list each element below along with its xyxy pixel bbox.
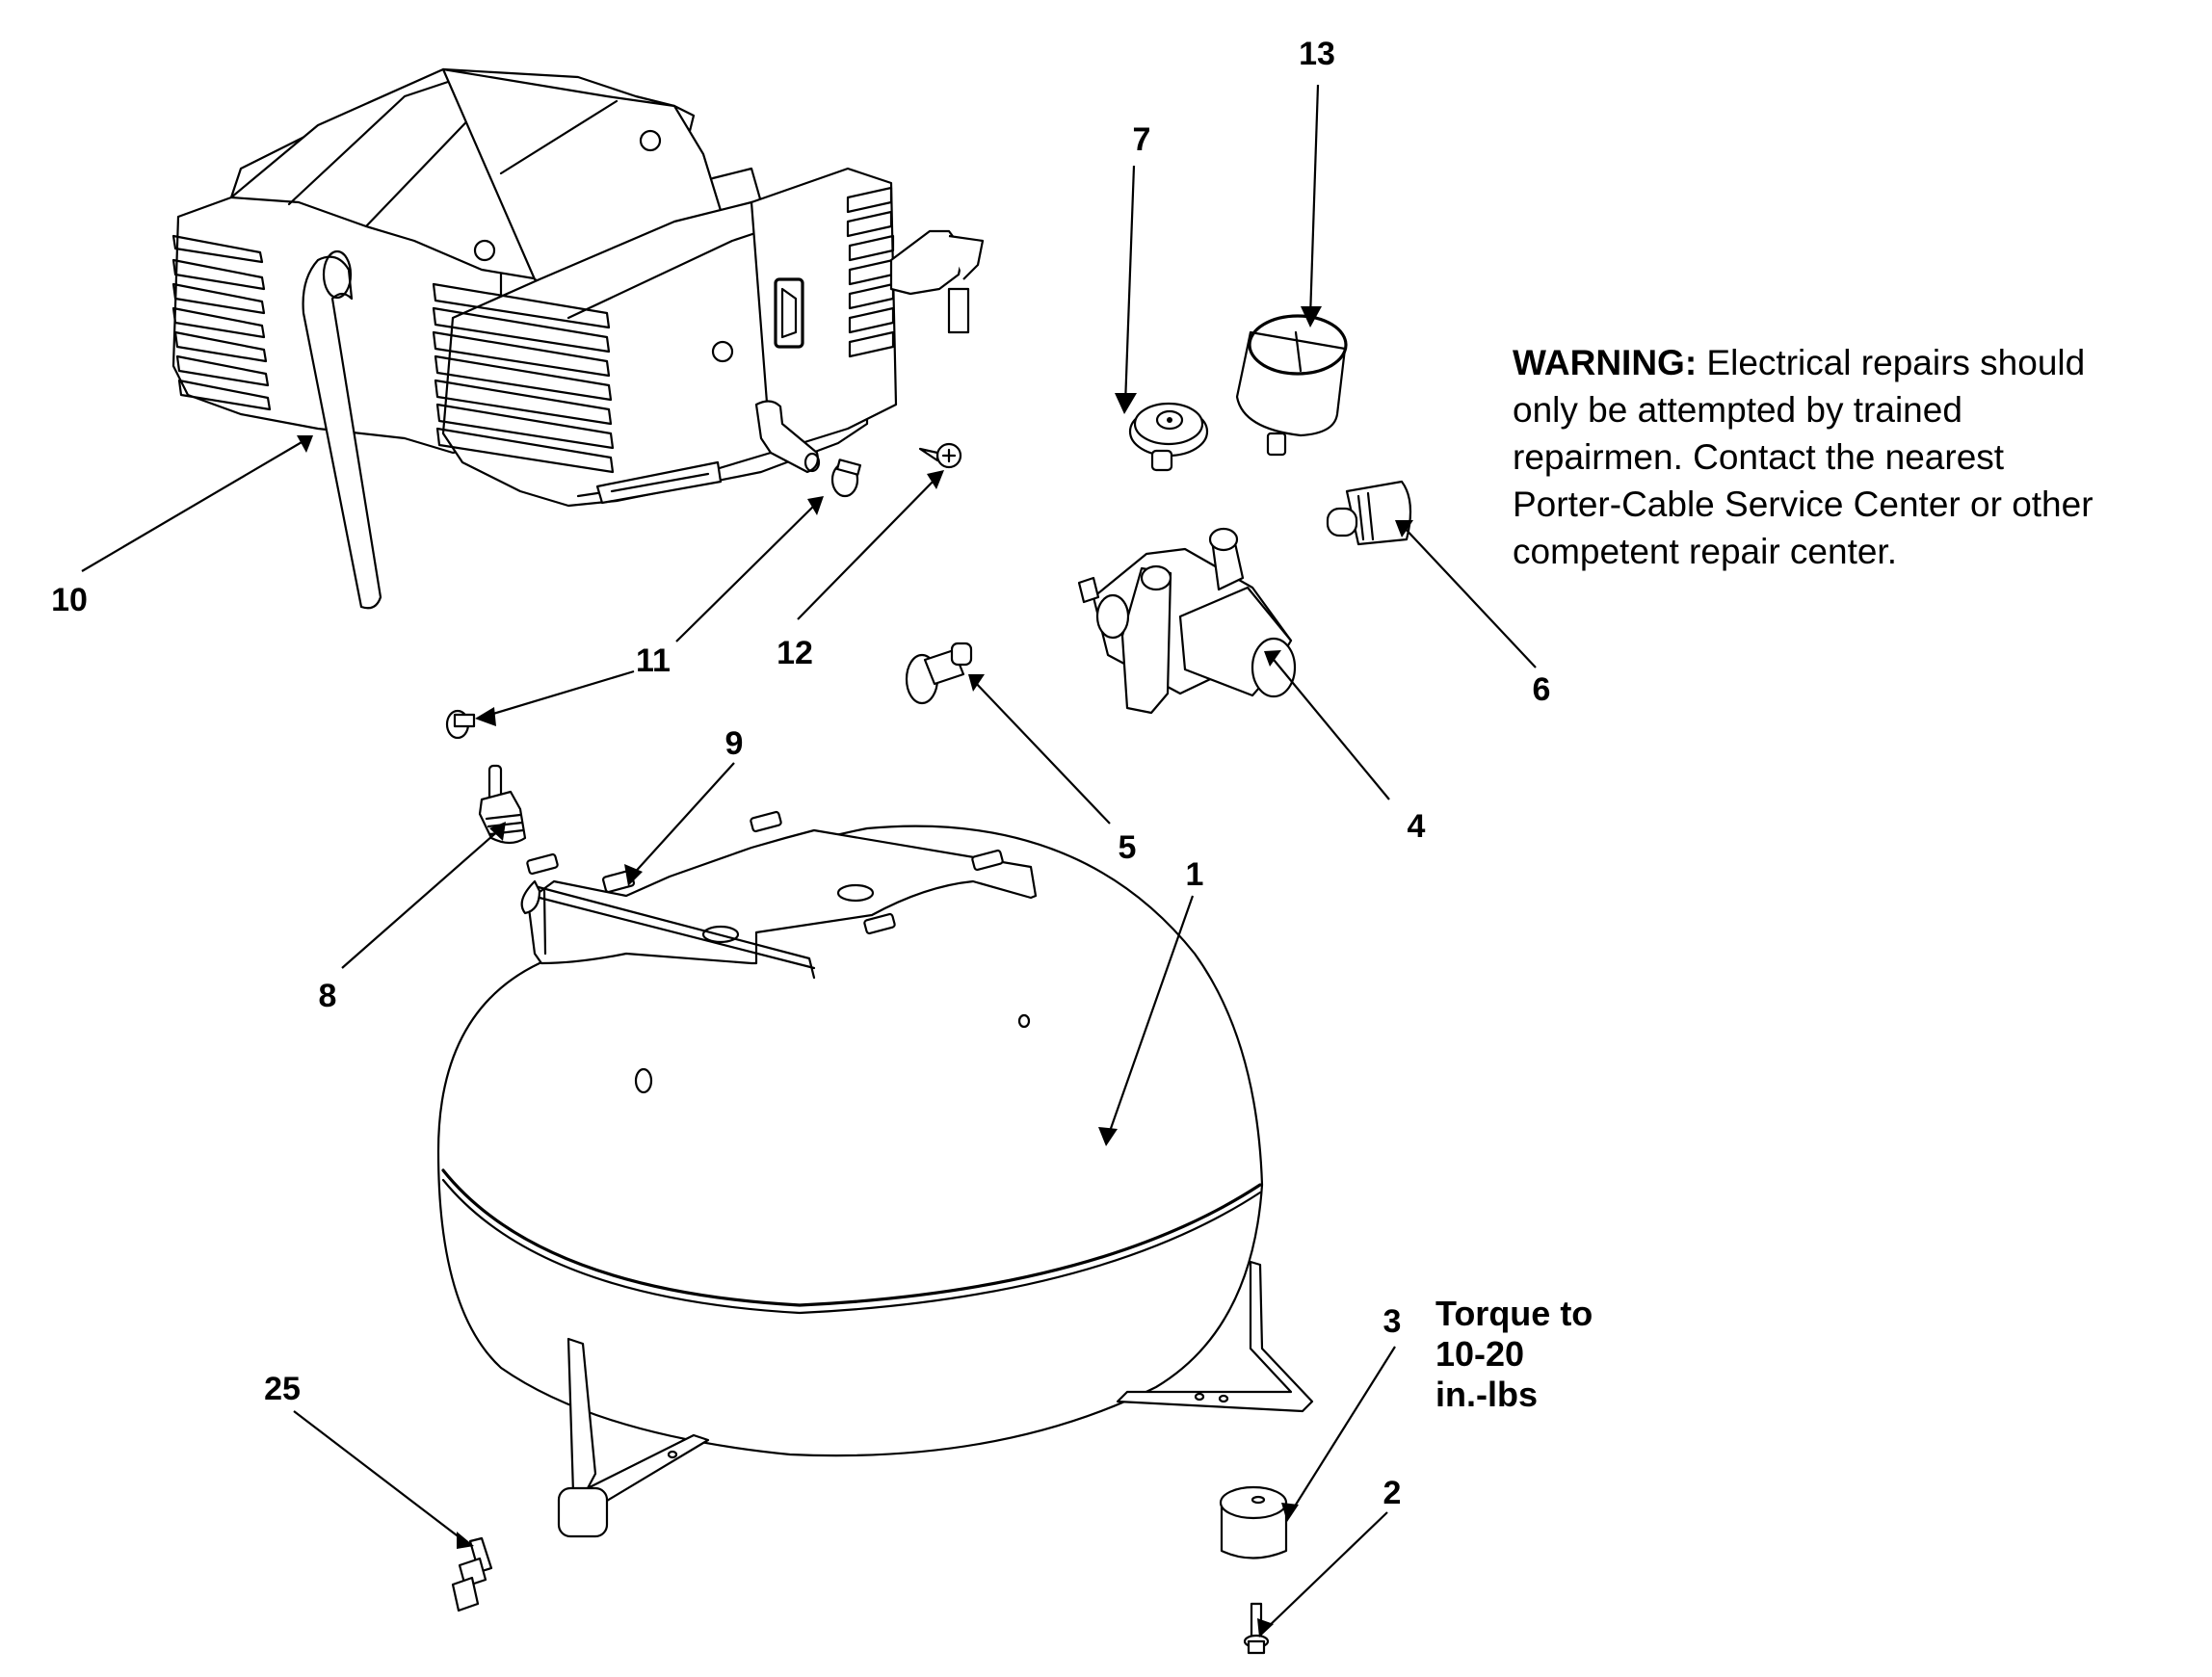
hose-clamp-upper [830, 459, 862, 498]
callout-13: 13 [1299, 36, 1335, 72]
warning-line-1: WARNING: Electrical repairs should [1513, 339, 2206, 386]
warning-line-5: competent repair center. [1513, 532, 1897, 571]
motor-pump-assembly [171, 67, 985, 610]
callout-4: 4 [1407, 808, 1426, 845]
callout-6: 6 [1532, 671, 1551, 708]
warning-line-4: Porter-Cable Service Center or other [1513, 485, 2094, 524]
torque-note: Torque to 10-20 in.-lbs [1435, 1294, 1593, 1415]
hose-clamp-lower [445, 709, 476, 740]
callout-25: 25 [264, 1371, 301, 1407]
screw-part-2 [1243, 1602, 1270, 1655]
callout-9: 9 [724, 725, 744, 762]
callout-1: 1 [1185, 856, 1204, 893]
warning-line-1-text: Electrical repairs should [1697, 343, 2086, 382]
torque-line-1: Torque to [1435, 1294, 1593, 1333]
safety-valve [905, 642, 973, 705]
quick-coupler [1326, 480, 1412, 546]
warning-label: WARNING: [1513, 343, 1698, 382]
drain-valve [451, 1536, 493, 1612]
vent-slots-left [171, 234, 272, 411]
vent-slots-center [432, 282, 615, 474]
warning-line-3: repairmen. Contact the nearest [1513, 437, 2005, 477]
callout-8: 8 [318, 978, 337, 1014]
warning-line-2: only be attempted by trained [1513, 390, 1962, 430]
callout-5: 5 [1118, 829, 1137, 866]
pressure-gauge [1235, 314, 1348, 457]
callout-12: 12 [777, 635, 813, 671]
leader-lines [81, 84, 1537, 1638]
callout-2: 2 [1382, 1475, 1402, 1511]
callout-10: 10 [51, 582, 88, 618]
regulator-knob [1128, 402, 1209, 472]
check-valve-fitting [478, 764, 527, 845]
tank-assembly [436, 810, 1314, 1538]
screw-part-12 [918, 442, 962, 469]
torque-line-2: 10-20 [1435, 1334, 1525, 1374]
callout-7: 7 [1132, 121, 1151, 158]
warning-note: WARNING: Electrical repairs should only … [1513, 339, 2206, 575]
rubber-foot [1219, 1485, 1288, 1559]
regulator-manifold [1077, 527, 1297, 715]
tube-part [302, 255, 382, 610]
callout-3: 3 [1382, 1303, 1402, 1340]
callout-11: 11 [636, 642, 671, 679]
torque-line-3: in.-lbs [1435, 1375, 1538, 1414]
